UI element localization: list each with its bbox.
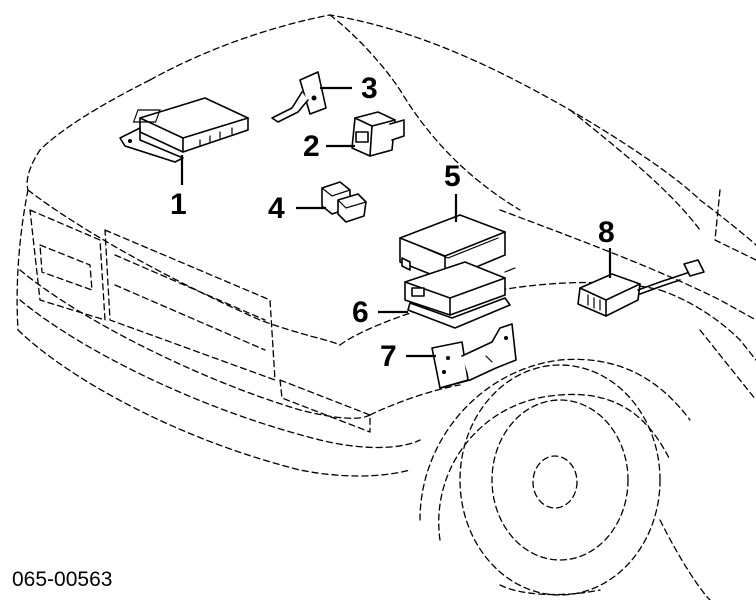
callout-3: 3 <box>361 72 378 105</box>
part-2-relay <box>351 111 405 157</box>
callout-2: 2 <box>303 130 320 163</box>
part-3-bracket <box>271 71 327 123</box>
part-1-ecu <box>119 97 249 163</box>
part-5-fuse-cover <box>399 214 506 281</box>
callout-4: 4 <box>268 192 285 225</box>
part-4-small-relay <box>321 181 367 223</box>
callout-5: 5 <box>444 160 461 193</box>
part-7-bracket <box>431 323 517 389</box>
callout-7: 7 <box>380 340 397 373</box>
leader-lines <box>180 86 612 358</box>
vehicle-outline <box>16 14 756 600</box>
reference-code: 065-00563 <box>12 568 112 591</box>
callout-1: 1 <box>170 188 187 221</box>
part-6-fuse-base <box>404 261 516 329</box>
callout-8: 8 <box>598 216 615 249</box>
callout-6: 6 <box>352 296 369 329</box>
part-8-sensor <box>577 259 705 317</box>
